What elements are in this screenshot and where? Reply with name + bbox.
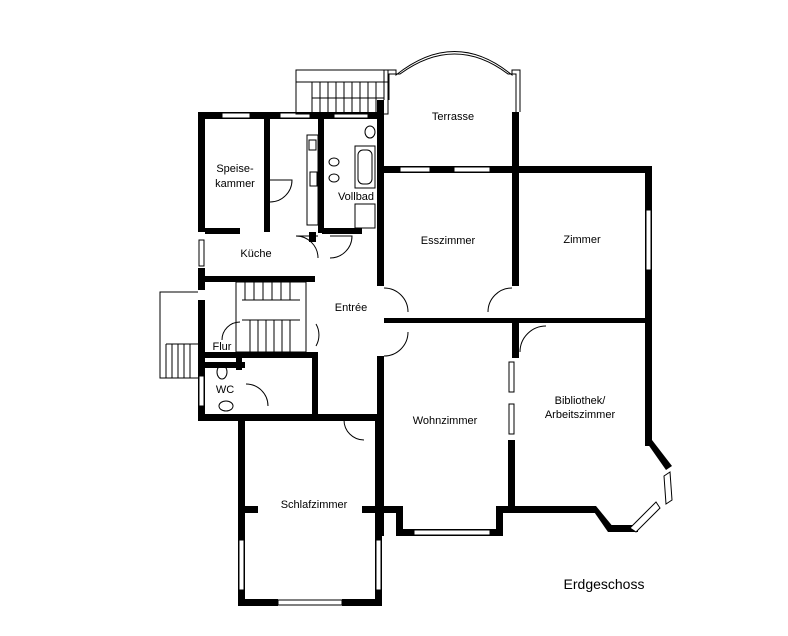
label-bibliothek-1: Bibliothek/: [555, 395, 607, 407]
entrance-stairs: [159, 291, 198, 379]
label-schlafzimmer: Schlafzimmer: [281, 499, 348, 511]
label-speisekammer-2: kammer: [215, 178, 255, 190]
walls: [198, 100, 672, 606]
label-entree: Entrée: [335, 302, 367, 314]
windows: [198, 112, 673, 606]
terrace: [295, 51, 521, 115]
doors: [221, 179, 547, 441]
label-esszimmer: Esszimmer: [421, 235, 476, 247]
label-wc: WC: [216, 384, 234, 396]
staircase: [235, 281, 307, 353]
label-bibliothek-2: Arbeitszimmer: [545, 409, 616, 421]
label-speisekammer-1: Speise-: [216, 163, 254, 175]
fixtures: [216, 125, 376, 412]
plan-title: Erdgeschoss: [564, 576, 645, 592]
label-wohnzimmer: Wohnzimmer: [413, 415, 478, 427]
label-terrasse: Terrasse: [432, 111, 474, 123]
label-kueche: Küche: [240, 248, 271, 260]
label-flur: Flur: [213, 341, 232, 353]
room-labels: Terrasse Speise- kammer Vollbad Esszimme…: [213, 111, 616, 511]
label-vollbad: Vollbad: [338, 191, 374, 203]
label-zimmer: Zimmer: [563, 234, 601, 246]
